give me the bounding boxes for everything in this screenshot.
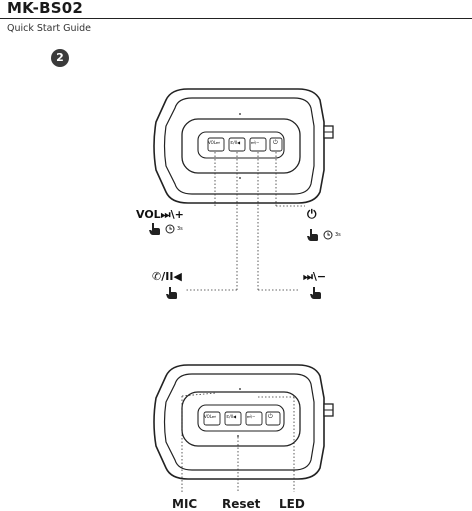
led-label: LED (279, 497, 305, 511)
hold-seconds-power: 3s (335, 232, 341, 238)
hand-press-icon (307, 229, 318, 241)
device-button-power-label: ⏻ (268, 413, 273, 420)
mic-label: MIC (172, 497, 198, 511)
timer-icon (323, 230, 333, 240)
guide-subtitle: Quick Start Guide (7, 23, 92, 34)
device-button-call-label: ✆/II◀ (226, 414, 237, 419)
speaker-bottom-view-icon (153, 364, 334, 480)
next-minus-label: ⏭\− (303, 270, 327, 283)
hand-press-icon (149, 223, 160, 235)
power-label: ⏻ (307, 207, 317, 221)
hand-press-icon (310, 287, 321, 299)
vol-next-plus-label: VOL⏭\+ (136, 208, 184, 221)
hand-press-icon (166, 287, 177, 299)
speaker-top-view-icon (153, 88, 334, 204)
call-play-pause-label: ✆/II◀ (152, 270, 182, 283)
step-badge: 2 (51, 49, 69, 67)
device-button-next-label: ⏭\− (251, 140, 260, 145)
reset-label: Reset (222, 497, 261, 511)
device-button-call-label: ✆/II◀ (230, 140, 241, 145)
timer-icon (165, 224, 175, 234)
device-button-vol-label: VOL⏭ (204, 414, 216, 419)
hold-seconds-vol: 3s (177, 226, 183, 232)
header-rule (0, 18, 472, 19)
device-button-vol-label: VOL⏭ (208, 140, 220, 145)
device-button-next-label: ⏭\− (247, 414, 256, 419)
device-button-power-label: ⏻ (273, 139, 278, 146)
model-title: MK-BS02 (7, 0, 83, 17)
